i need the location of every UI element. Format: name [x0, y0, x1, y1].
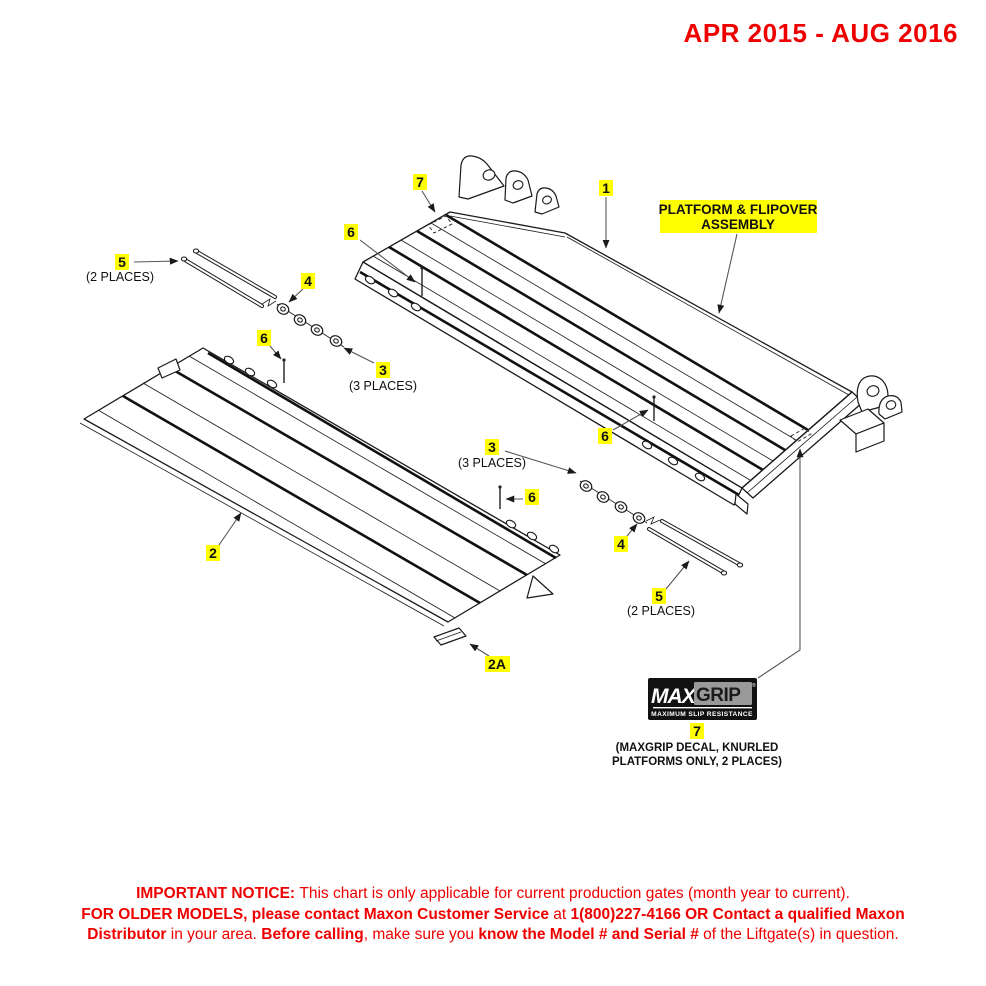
callout-3-b: 3 (3 PLACES) — [458, 439, 526, 470]
important-notice: IMPORTANT NOTICE: This chart is only app… — [0, 884, 986, 946]
svg-text:5: 5 — [655, 588, 663, 604]
platform-flipover-panel — [354, 155, 903, 515]
notice-line-2: FOR OLDER MODELS, please contact Maxon C… — [81, 905, 905, 923]
svg-text:(2 PLACES): (2 PLACES) — [86, 270, 154, 284]
callout-5-b: 5 (2 PLACES) — [627, 588, 695, 618]
date-range-header: APR 2015 - AUG 2016 — [683, 18, 958, 48]
callout-2a: 2A — [485, 656, 510, 672]
svg-text:(3 PLACES): (3 PLACES) — [458, 456, 526, 470]
svg-text:PLATFORM & FLIPOVER: PLATFORM & FLIPOVER — [659, 202, 818, 217]
assembly-label: PLATFORM & FLIPOVER ASSEMBLY — [659, 200, 818, 233]
callout-6-b: 6 — [598, 428, 612, 444]
callout-4-a: 4 — [301, 273, 315, 289]
maxgrip-note: (MAXGRIP DECAL, KNURLED PLATFORMS ONLY, … — [612, 742, 782, 768]
svg-text:6: 6 — [528, 489, 536, 505]
svg-text:(2 PLACES): (2 PLACES) — [627, 604, 695, 618]
retainer-bracket-2a — [433, 627, 467, 646]
hinge-knuckles-bottom-platform — [223, 355, 560, 554]
callout-2: 2 — [206, 545, 220, 561]
bushing-set-upper — [276, 303, 345, 348]
callout-6-a: 6 — [344, 224, 358, 240]
svg-text:PLATFORMS ONLY, 2 PLACES): PLATFORMS ONLY, 2 PLACES) — [612, 756, 782, 768]
callout-4-b: 4 — [614, 536, 628, 552]
svg-text:2A: 2A — [488, 656, 506, 672]
maxgrip-max: MAX — [651, 685, 698, 708]
gusset-bracket — [526, 575, 554, 599]
maxgrip-tagline: MAXIMUM SLIP RESISTANCE — [651, 711, 753, 718]
decal-location-top — [427, 215, 453, 234]
decal-location-right — [790, 427, 812, 443]
svg-text:6: 6 — [601, 428, 609, 444]
svg-text:4: 4 — [617, 536, 625, 552]
svg-text:ASSEMBLY: ASSEMBLY — [701, 217, 775, 232]
svg-text:3: 3 — [488, 439, 496, 455]
svg-text:7: 7 — [693, 723, 701, 739]
callout-5-a: 5 (2 PLACES) — [86, 254, 154, 284]
svg-text:2: 2 — [209, 545, 217, 561]
callout-1: 1 — [599, 180, 613, 196]
svg-text:6: 6 — [260, 330, 268, 346]
svg-text:4: 4 — [304, 273, 312, 289]
callout-7-top: 7 — [413, 174, 427, 190]
callout-labels: 1 7 6 5 (2 PLACES) 4 3 (3 PLACES) 6 2 2A… — [86, 174, 704, 739]
notice-line-3: Distributor in your area. Before calling… — [87, 926, 899, 943]
maxgrip-grip: GRIP — [696, 685, 741, 706]
notice-line-1: IMPORTANT NOTICE: This chart is only app… — [136, 885, 850, 902]
svg-text:1: 1 — [602, 180, 610, 196]
exploded-parts-diagram: 1 7 6 5 (2 PLACES) 4 3 (3 PLACES) 6 2 2A… — [79, 155, 903, 768]
maxgrip-reg: ® — [752, 682, 756, 689]
svg-text:5: 5 — [118, 254, 126, 270]
hinge-pins-6 — [282, 266, 656, 509]
leader-lines — [133, 190, 804, 679]
svg-text:(MAXGRIP DECAL, KNURLED: (MAXGRIP DECAL, KNURLED — [616, 742, 779, 754]
callout-3-a: 3 (3 PLACES) — [349, 362, 417, 393]
svg-text:3: 3 — [379, 362, 387, 378]
callout-6-c: 6 — [257, 330, 271, 346]
hinge-lugs-left — [458, 155, 560, 215]
callout-7-bottom: 7 — [690, 723, 704, 739]
maxgrip-decal: MAX GRIP ® MAXIMUM SLIP RESISTANCE — [648, 678, 757, 720]
hinge-pin-set-lower — [645, 516, 744, 576]
corner-loop — [157, 358, 181, 379]
hinge-knuckles-top-platform — [364, 275, 706, 482]
svg-text:7: 7 — [416, 174, 424, 190]
hinge-lugs-right — [839, 375, 903, 453]
hinge-pin-set-upper — [180, 248, 277, 308]
callout-6-d: 6 — [525, 489, 539, 505]
svg-text:(3 PLACES): (3 PLACES) — [349, 379, 417, 393]
bushing-set-lower — [579, 480, 648, 524]
svg-text:6: 6 — [347, 224, 355, 240]
platform-panel — [79, 347, 561, 646]
